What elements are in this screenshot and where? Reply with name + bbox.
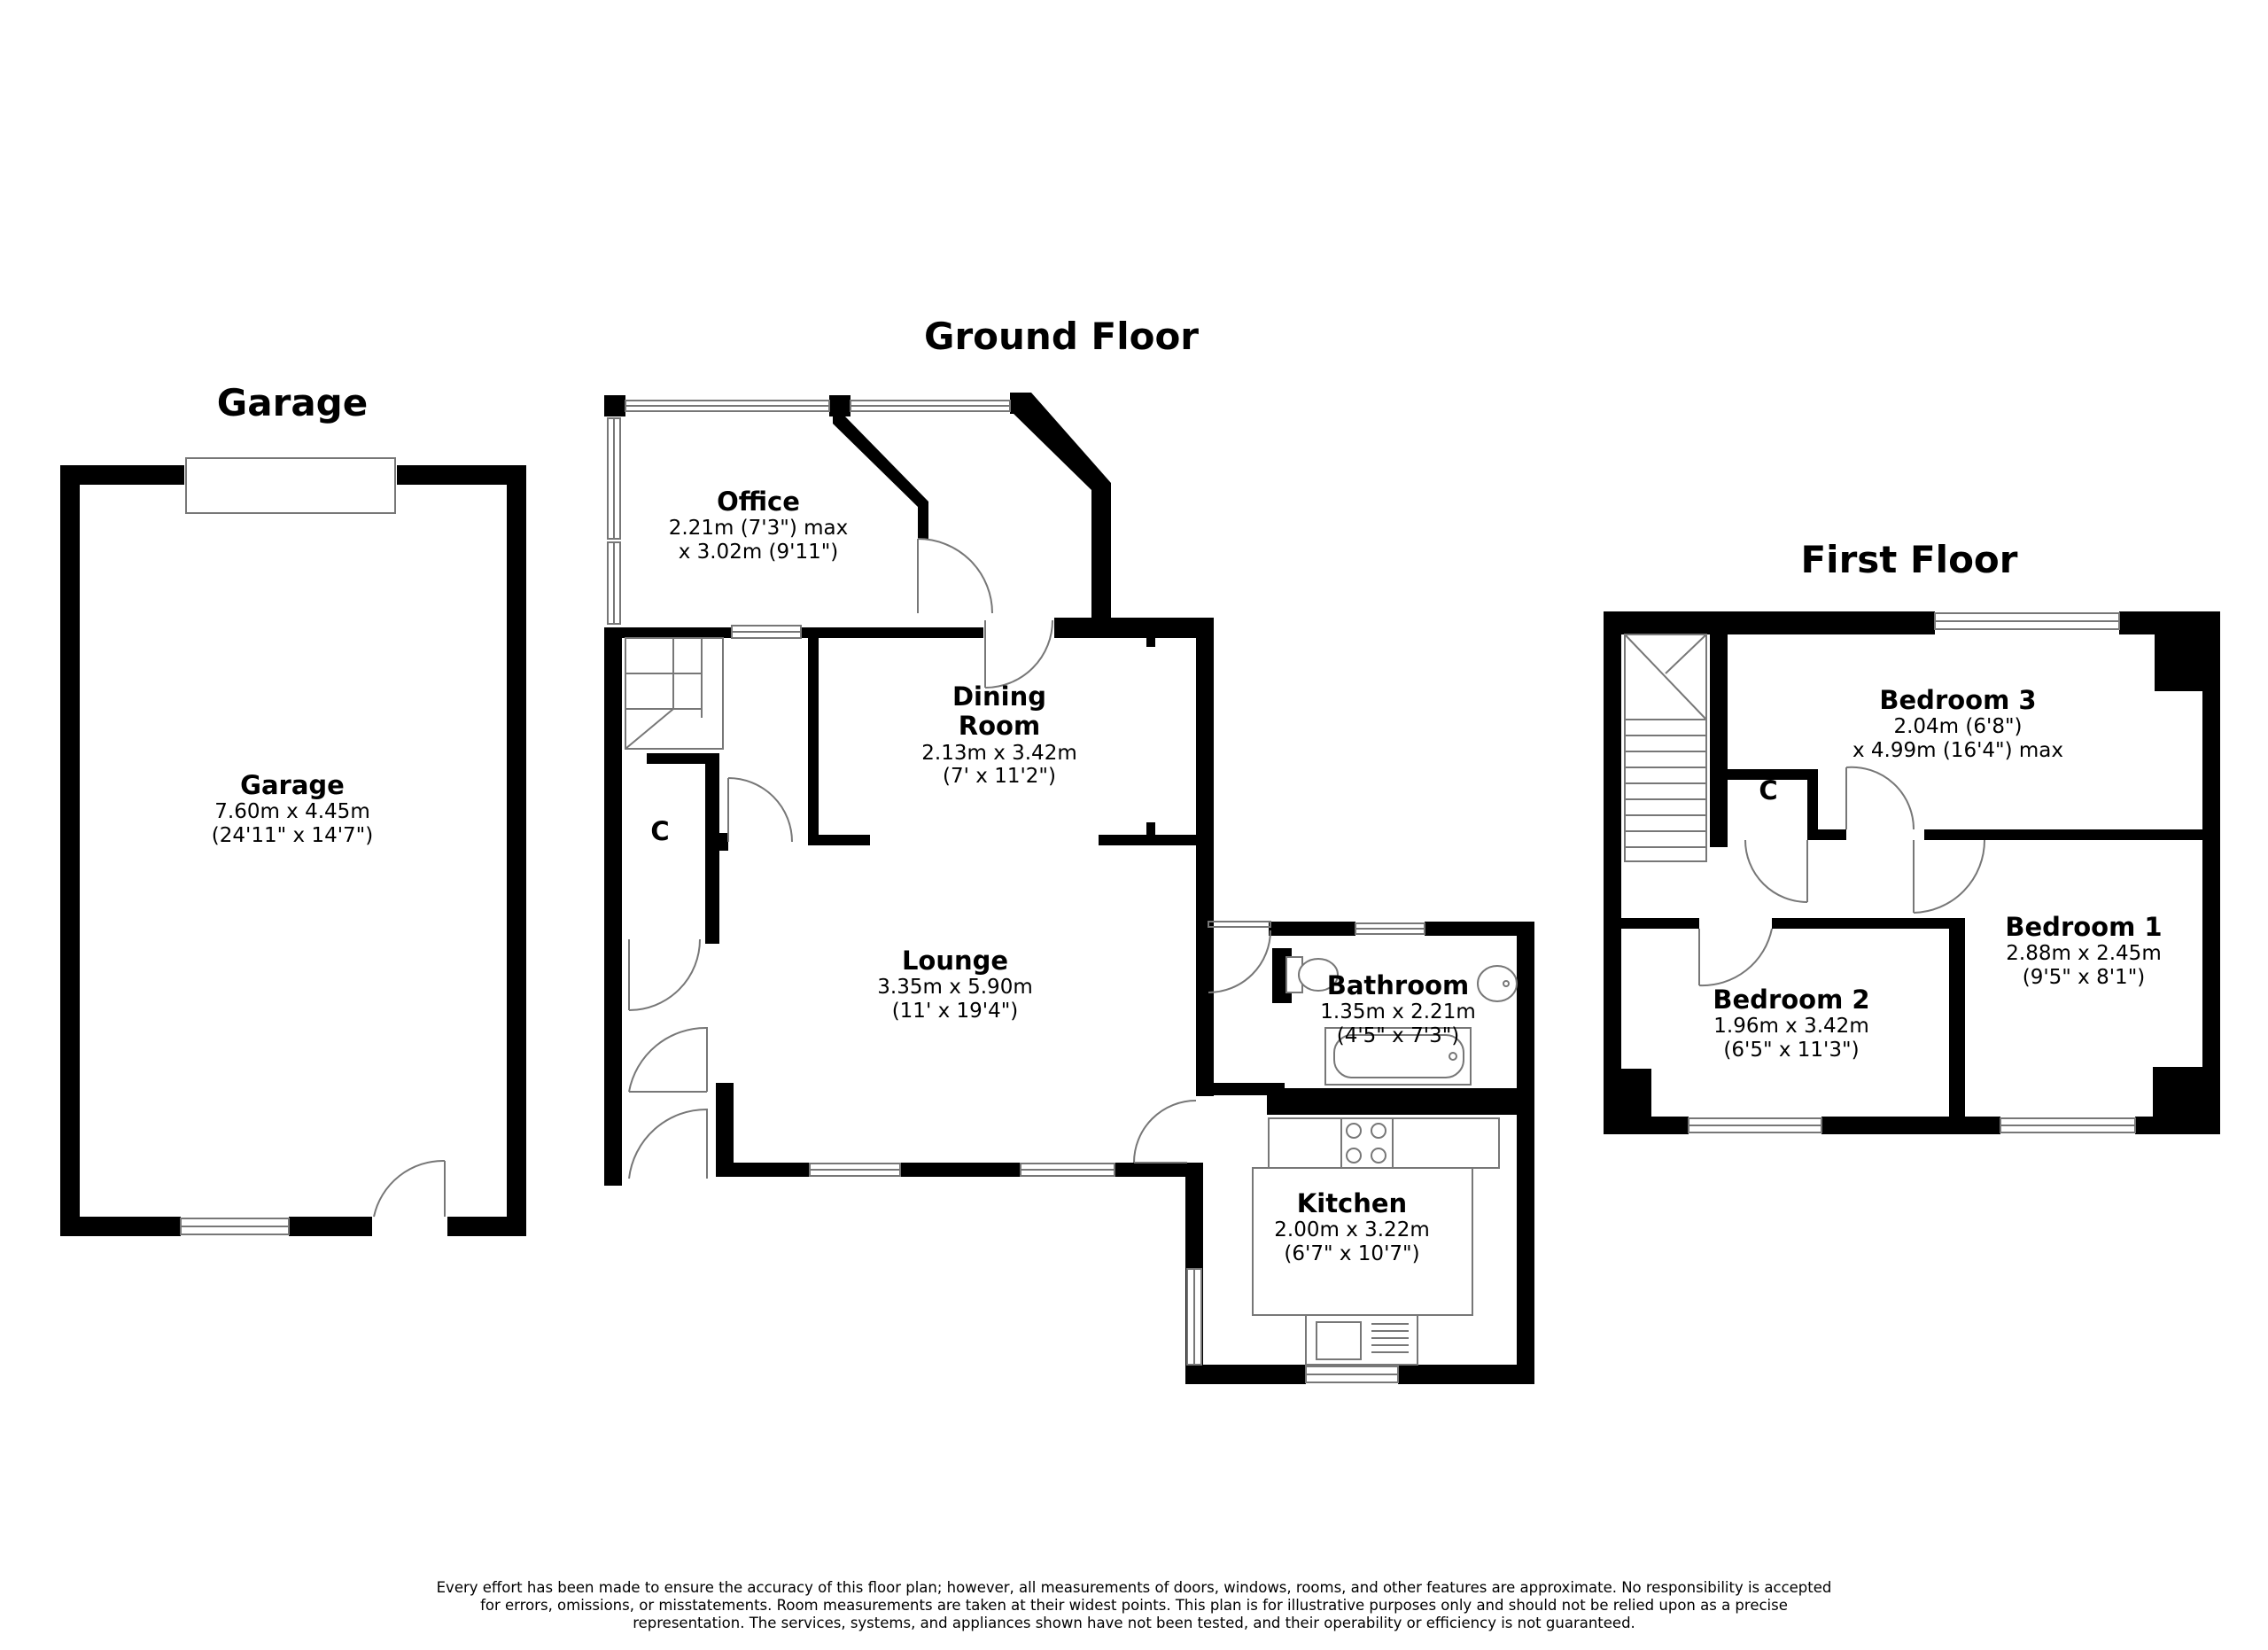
room-dimension-imperial: x 3.02m (9'11"): [678, 540, 839, 564]
room-label-office: Office 2.21m (7'3") max x 3.02m (9'11"): [668, 486, 849, 564]
room-label-kitchen: Kitchen 2.00m x 3.22m (6'7" x 10'7"): [1274, 1188, 1430, 1265]
disclaimer-line: representation. The services, systems, a…: [633, 1614, 1635, 1631]
disclaimer-line: for errors, omissions, or misstatements.…: [480, 1596, 1788, 1614]
room-label-garage: Garage 7.60m x 4.45m (24'11" x 14'7"): [211, 770, 374, 847]
room-dimension-imperial: (24'11" x 14'7"): [211, 823, 374, 847]
room-dimension-metric: 7.60m x 4.45m: [214, 800, 370, 824]
room-name-line1: Dining: [951, 681, 1046, 712]
room-dimension-imperial: (6'7" x 10'7"): [1284, 1241, 1420, 1265]
room-dimension-metric: 2.88m x 2.45m: [2006, 942, 2162, 966]
garage-window: [180, 1218, 290, 1235]
room-name: Garage: [240, 770, 345, 800]
room-dimension-imperial: (7' x 11'2"): [943, 765, 1056, 789]
room-label-lounge: Lounge 3.35m x 5.90m (11' x 19'4"): [877, 946, 1032, 1023]
garage-floor-title: Garage: [216, 381, 369, 424]
room-name: Kitchen: [1296, 1188, 1408, 1218]
room-dimension-metric: 3.35m x 5.90m: [877, 976, 1033, 1000]
disclaimer-line: Every effort has been made to ensure the…: [436, 1579, 1832, 1596]
room-name: Office: [717, 486, 800, 517]
room-dimension-imperial: x 4.99m (16'4") max: [1852, 738, 2064, 762]
first-floor-title: First Floor: [1800, 538, 2018, 581]
room-dimension-imperial: (11' x 19'4"): [891, 999, 1019, 1023]
room-name: Lounge: [901, 946, 1009, 976]
room-dimension-metric: 2.00m x 3.22m: [1274, 1218, 1430, 1242]
first-floor-walls: [1604, 611, 2220, 1134]
first-floor-windows: [1688, 612, 2136, 1133]
bathroom-fixtures: [1285, 956, 1518, 1086]
ground-floor-doors: [625, 538, 1271, 1179]
room-label-bedroom-2: Bedroom 2 1.96m x 3.42m (6'5" x 11'3"): [1713, 985, 1869, 1062]
garage-door-panel: [185, 457, 396, 514]
ground-floor-title: Ground Floor: [923, 315, 1200, 358]
room-name: Bedroom 2: [1713, 985, 1870, 1015]
room-label-bedroom-3: Bedroom 3 2.04m (6'8") x 4.99m (16'4") m…: [1852, 685, 2064, 762]
room-dimension-metric: 1.96m x 3.42m: [1713, 1015, 1869, 1039]
room-dimension-metric: 1.35m x 2.21m: [1320, 1000, 1476, 1024]
garage-walls: [60, 465, 526, 1236]
room-name-line2: Room: [958, 711, 1041, 742]
kitchen-fixtures: [1252, 1117, 1500, 1366]
room-label-dining-room: Dining Room 2.13m x 3.42m (7' x 11'2"): [921, 681, 1077, 789]
first-floor-doors: [1624, 634, 1985, 987]
closet-label-first: C: [1759, 775, 1778, 806]
room-name: Bedroom 3: [1879, 685, 2037, 715]
room-name: Bedroom 1: [2005, 912, 2163, 942]
room-dimension-metric: 2.04m (6'8"): [1893, 715, 2023, 739]
room-dimension-imperial: (4'5" x 7'3"): [1336, 1023, 1460, 1047]
room-dimension-imperial: (9'5" x 8'1"): [2022, 965, 2146, 989]
room-label-bathroom: Bathroom 1.35m x 2.21m (4'5" x 7'3"): [1320, 970, 1476, 1047]
room-dimension-imperial: (6'5" x 11'3"): [1723, 1038, 1860, 1062]
closet-label-ground: C: [650, 816, 670, 846]
room-name: Bathroom: [1326, 970, 1470, 1000]
garage-side-door: [373, 1159, 446, 1218]
disclaimer-text: Every effort has been made to ensure the…: [372, 1579, 1896, 1631]
room-dimension-metric: 2.21m (7'3") max: [668, 517, 849, 541]
room-label-bedroom-1: Bedroom 1 2.88m x 2.45m (9'5" x 8'1"): [2005, 912, 2163, 989]
room-dimension-metric: 2.13m x 3.42m: [921, 741, 1077, 765]
ground-floor-windows: [607, 400, 1425, 1383]
